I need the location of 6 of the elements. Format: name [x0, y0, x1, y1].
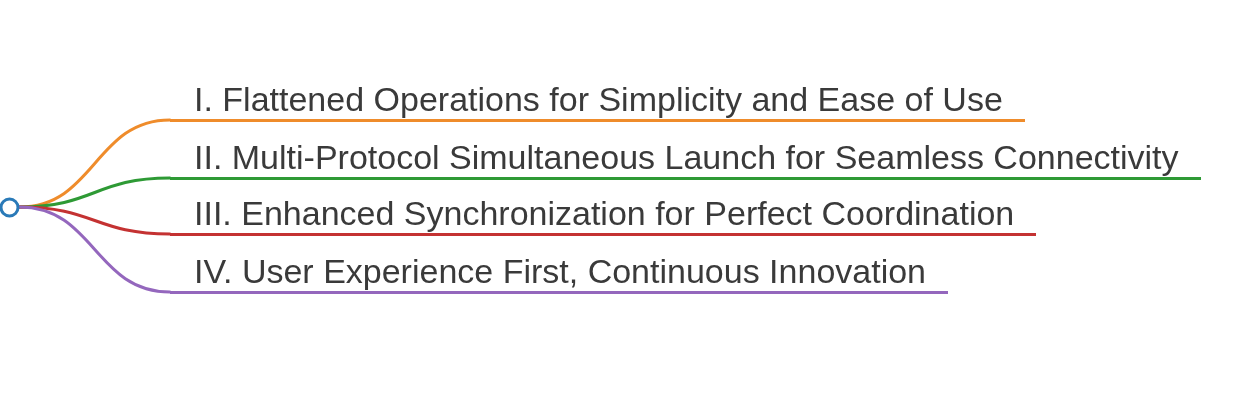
- branch-topic: II. Multi-Protocol Simultaneous Launch for Seamless Connectivity: [170, 136, 1201, 180]
- branch-topic: III. Enhanced Synchronization for Perfect Coordination: [170, 192, 1037, 236]
- branch-topic: I. Flattened Operations for Simplicity and Ease of Use: [170, 78, 1025, 122]
- branch-line: [18, 176, 172, 209]
- branch-line: [18, 205, 172, 294]
- branch-topic: IV. User Experience First, Continuous Innovation: [170, 250, 948, 294]
